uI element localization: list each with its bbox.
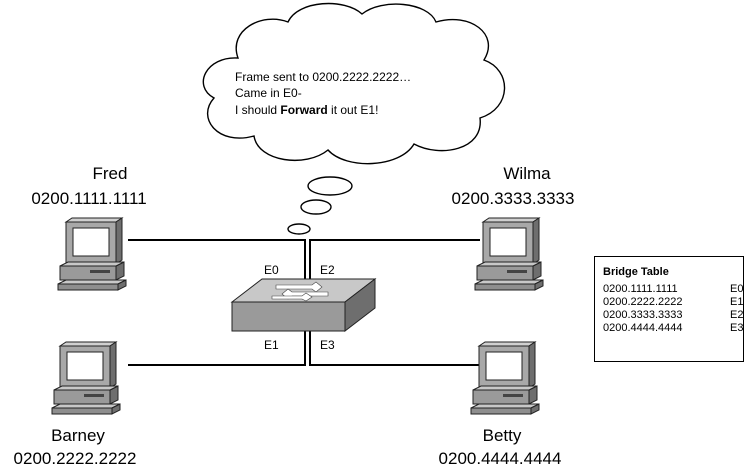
bridge-table-port: E0 — [730, 283, 744, 295]
bridge-table-mac: 0200.1111.1111 — [603, 283, 678, 295]
computer-icon-wilma — [474, 217, 544, 291]
fred-name: Fred — [93, 164, 128, 183]
bridge-table-row: 0200.2222.2222 E1 — [603, 296, 743, 309]
thought-bubble-icon — [202, 2, 506, 235]
bridge-table-mac: 0200.3333.3333 — [603, 309, 683, 321]
fred-mac: 0200.1111.1111 — [31, 189, 146, 208]
thought-line-3-suffix: it out E1! — [328, 103, 379, 117]
bridge-table-title: Bridge Table — [603, 266, 669, 278]
betty-name: Betty — [483, 426, 522, 445]
bridge-table-row: 0200.4444.4444 E3 — [603, 322, 743, 335]
computer-icon-barney — [51, 341, 121, 415]
port-label-e1: E1 — [264, 338, 279, 352]
bridge-table-mac: 0200.2222.2222 — [603, 296, 683, 308]
betty-mac: 0200.4444.4444 — [439, 449, 562, 468]
links — [128, 239, 480, 366]
computer-icon-fred — [57, 217, 127, 291]
switch-icon — [230, 277, 377, 333]
barney-mac: 0200.2222.2222 — [14, 449, 137, 468]
port-label-e2: E2 — [320, 263, 335, 277]
port-label-e3: E3 — [320, 338, 335, 352]
thought-line-3-bold: Forward — [280, 103, 327, 117]
wilma-name: Wilma — [503, 164, 551, 183]
bridge-table-row: 0200.3333.3333 E2 — [603, 309, 743, 322]
bridge-table-port: E1 — [730, 296, 744, 308]
link-fred-e0 — [128, 239, 306, 280]
bridge-table-row: 0200.1111.1111 E0 — [603, 283, 743, 296]
port-label-e0: E0 — [264, 263, 279, 277]
thought-line-2: Came in E0- — [235, 86, 302, 100]
bridge-table-mac: 0200.4444.4444 — [603, 322, 683, 334]
link-wilma-e2 — [309, 239, 480, 280]
barney-name: Barney — [51, 426, 105, 445]
thought-line-3-prefix: I should — [235, 103, 280, 117]
bridge-table: Bridge Table 0200.1111.1111 E0 0200.2222… — [594, 256, 744, 362]
thought-line-3: I should Forward it out E1! — [235, 103, 378, 117]
wilma-mac: 0200.3333.3333 — [452, 189, 575, 208]
link-betty-e3 — [309, 322, 480, 366]
bridge-table-port: E3 — [730, 322, 744, 334]
bridge-table-port: E2 — [730, 309, 744, 321]
computer-icon-betty — [470, 341, 540, 415]
thought-line-1: Frame sent to 0200.2222.2222… — [235, 70, 411, 84]
link-barney-e1 — [128, 322, 306, 366]
